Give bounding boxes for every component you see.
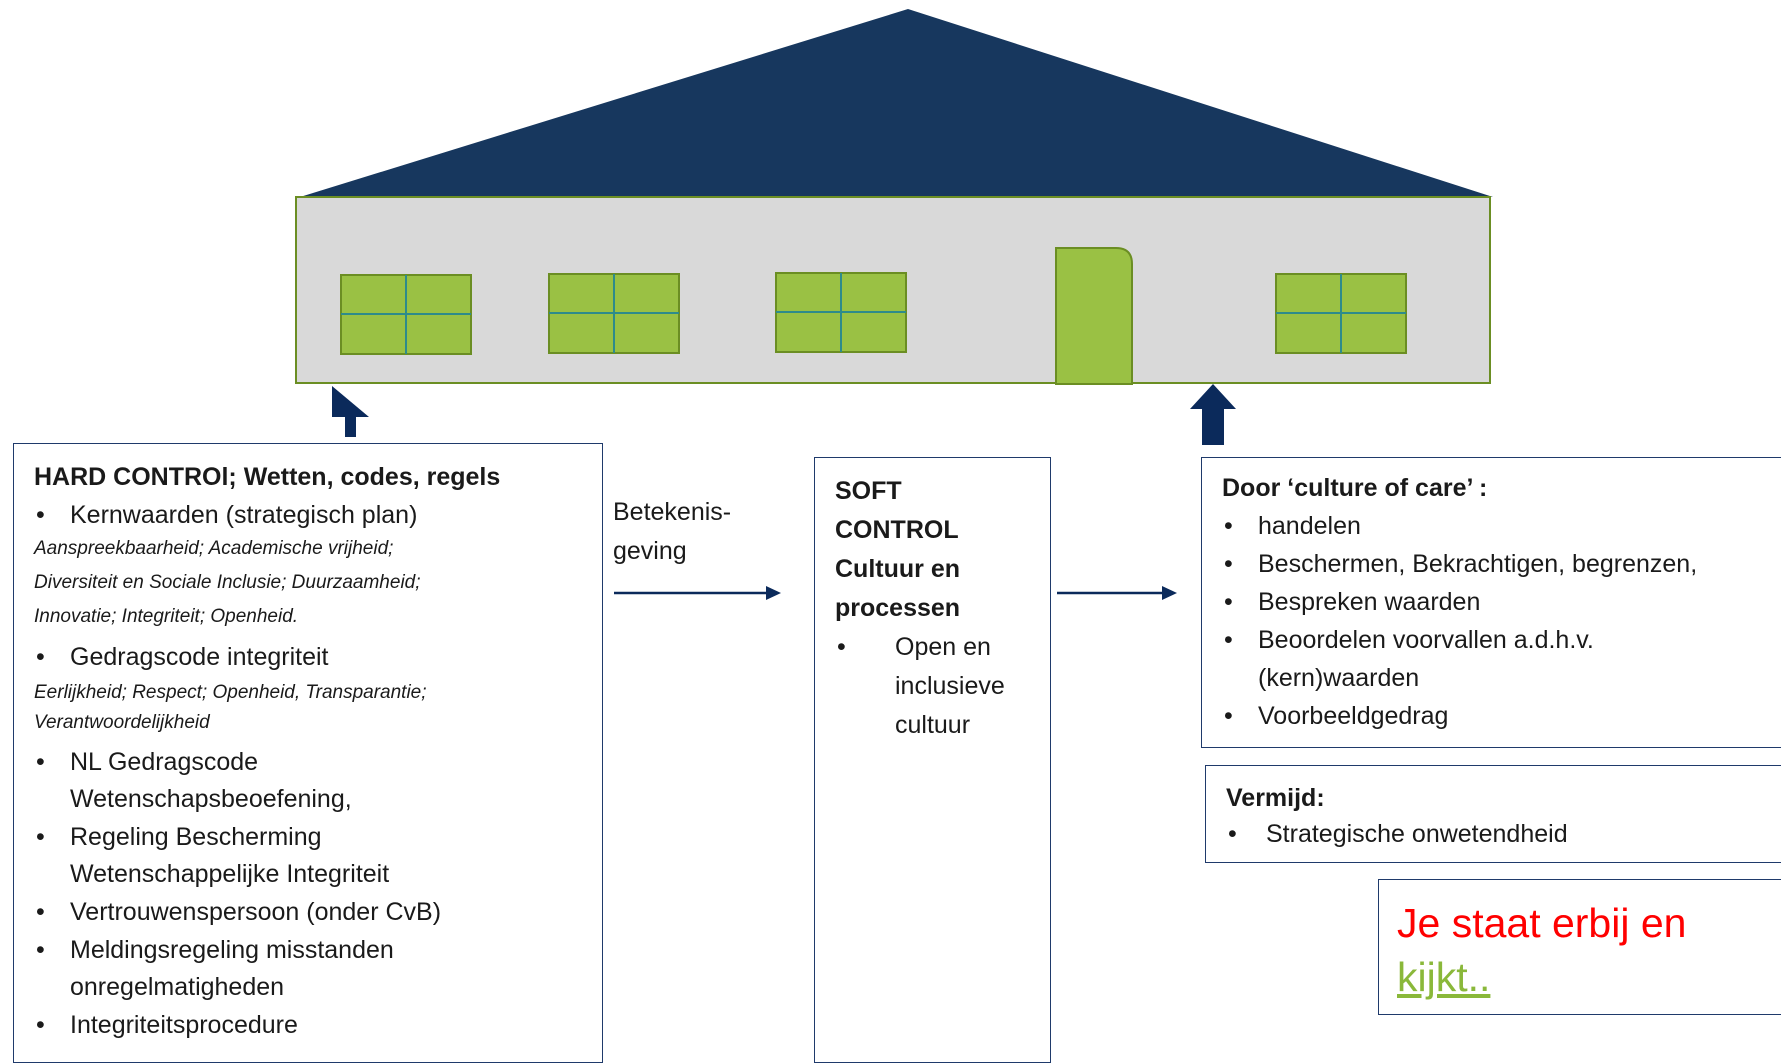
list-item: Beoordelen voorvallen a.d.h.v. (kern)waa… xyxy=(1222,621,1678,697)
hard-control-list: Kernwaarden (strategisch plan) xyxy=(34,498,602,532)
gedragscode-values-2: Verantwoordelijkheid xyxy=(34,712,210,733)
quote-box: Je staat erbij en kijkt.. xyxy=(1378,879,1781,1015)
betekenisgeving-label: Betekenis- geving xyxy=(613,498,732,565)
soft-control-title: SOFT CONTROL Cultuur en processen xyxy=(835,477,961,622)
list-item: NL Gedragscode Wetenschapsbeoefening, xyxy=(34,744,474,818)
kernwaarden-values-3: Innovatie; Integriteit; Openheid. xyxy=(34,606,299,627)
window-1 xyxy=(340,274,472,355)
vermijd-title: Vermijd: xyxy=(1226,784,1325,812)
list-item: Bespreken waarden xyxy=(1222,583,1781,621)
list-item: Vertrouwenspersoon (onder CvB) xyxy=(34,894,474,931)
kernwaarden-values-1: Aanspreekbaarheid; Academische vrijheid; xyxy=(34,538,394,559)
list-item: Integriteitsprocedure xyxy=(34,1007,474,1044)
culture-of-care-title: Door ‘culture of care’ : xyxy=(1222,474,1488,502)
culture-of-care-box: Door ‘culture of care’ : handelen Besche… xyxy=(1201,457,1781,748)
arrow-up-left-icon xyxy=(332,386,369,437)
window-3 xyxy=(775,272,907,353)
list-item: Meldingsregeling misstanden onregelmatig… xyxy=(34,932,474,1006)
arrow-right-2-icon xyxy=(1057,586,1177,600)
list-item: Strategische onwetendheid xyxy=(1226,815,1781,853)
kernwaarden-values-2: Diversiteit en Sociale Inclusie; Duurzaa… xyxy=(34,572,421,593)
quote-link[interactable]: kijkt.. xyxy=(1397,954,1491,1000)
list-item: Open en inclusieve cultuur xyxy=(835,628,1015,745)
gedragscode-values-1: Eerlijkheid; Respect; Openheid, Transpar… xyxy=(34,682,427,703)
soft-control-box: SOFT CONTROL Cultuur en processen Open e… xyxy=(814,457,1051,1063)
list-item: Gedragscode integriteit xyxy=(34,638,602,676)
quote-text: Je staat erbij en xyxy=(1397,900,1687,946)
arrow-right-1-icon xyxy=(614,586,781,600)
list-item: Voorbeeldgedrag xyxy=(1222,697,1781,735)
list-item: Beschermen, Bekrachtigen, begrenzen, xyxy=(1222,545,1781,583)
list-item: Regeling Bescherming Wetenschappelijke I… xyxy=(34,819,474,893)
door xyxy=(1055,247,1133,385)
roof xyxy=(300,9,1493,197)
list-item: Kernwaarden (strategisch plan) xyxy=(34,498,602,532)
hard-control-box: HARD CONTROl; Wetten, codes, regels Kern… xyxy=(13,443,603,1063)
window-2 xyxy=(548,273,680,354)
window-4 xyxy=(1275,273,1407,354)
hard-control-title: HARD CONTROl; Wetten, codes, regels xyxy=(34,463,501,491)
vermijd-box: Vermijd: Strategische onwetendheid xyxy=(1205,765,1781,863)
list-item: handelen xyxy=(1222,507,1781,545)
arrow-up-right-icon xyxy=(1190,384,1236,445)
